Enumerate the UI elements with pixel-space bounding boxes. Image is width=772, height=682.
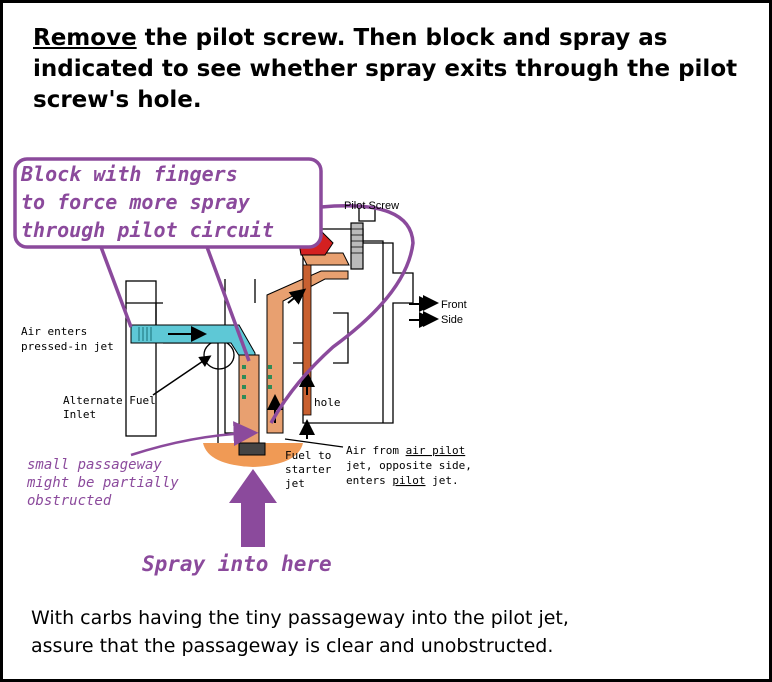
spray-arrow xyxy=(229,469,277,547)
passage-note-2: might be partially xyxy=(26,475,179,491)
air-enters-label-2: pressed-in jet xyxy=(21,340,114,353)
footer-line-2: assure that the passageway is clear and … xyxy=(31,635,554,657)
alt-fuel-label-1: Alternate Fuel xyxy=(63,394,156,407)
callout-tail-right xyxy=(269,204,415,424)
starter-jet-tube xyxy=(302,264,312,416)
passage-note-3: obstructed xyxy=(27,493,112,509)
jet-base xyxy=(238,442,266,456)
callout-tail-mid xyxy=(205,246,251,362)
carburetor-diagram: Block with fingers to force more spray t… xyxy=(13,157,472,576)
callout-line-2: to force more spray xyxy=(21,190,251,214)
passage-note-1: small passageway xyxy=(27,457,162,473)
jet-grid xyxy=(138,327,152,341)
fuel-to-label-3: jet xyxy=(285,477,305,490)
air-from-pointer xyxy=(284,438,344,448)
pilot-screw xyxy=(350,222,364,270)
alt-fuel-label-2: Inlet xyxy=(63,408,96,421)
callout-line-3: through pilot circuit xyxy=(21,218,274,242)
fuel-to-label-1: Fuel to xyxy=(285,449,331,462)
footer-line-1: With carbs having the tiny passageway in… xyxy=(31,607,569,629)
air-enters-label-1: Air enters xyxy=(21,325,87,338)
callout-line-1: Block with fingers xyxy=(20,162,238,186)
jet-holes xyxy=(242,365,272,399)
title-text: the pilot screw. Then block and spray as… xyxy=(33,25,738,113)
passage-pointer xyxy=(130,421,259,457)
front-label: Front xyxy=(441,299,467,311)
callout-tail-left xyxy=(99,246,133,328)
air-from-label-2: jet, opposite side, xyxy=(346,459,472,472)
pilot-screw-label: Pilot Screw xyxy=(344,200,399,212)
air-from-label-3: enters pilot jet. xyxy=(346,474,459,487)
alt-fuel-pointer xyxy=(152,355,212,396)
air-passage xyxy=(130,324,256,434)
title-emphasis: Remove xyxy=(33,25,137,51)
footer-note: With carbs having the tiny passageway in… xyxy=(31,604,751,660)
page-title: Remove the pilot screw. Then block and s… xyxy=(33,23,753,116)
callout-box xyxy=(13,157,323,249)
fuel-passage-right xyxy=(300,252,350,266)
side-label: Side xyxy=(441,314,463,326)
hole-label: hole xyxy=(314,396,341,409)
spray-label: Spray into here xyxy=(142,552,332,576)
fuel-to-label-2: starter xyxy=(285,463,332,476)
air-from-label-1: Air from air pilot xyxy=(346,444,465,457)
